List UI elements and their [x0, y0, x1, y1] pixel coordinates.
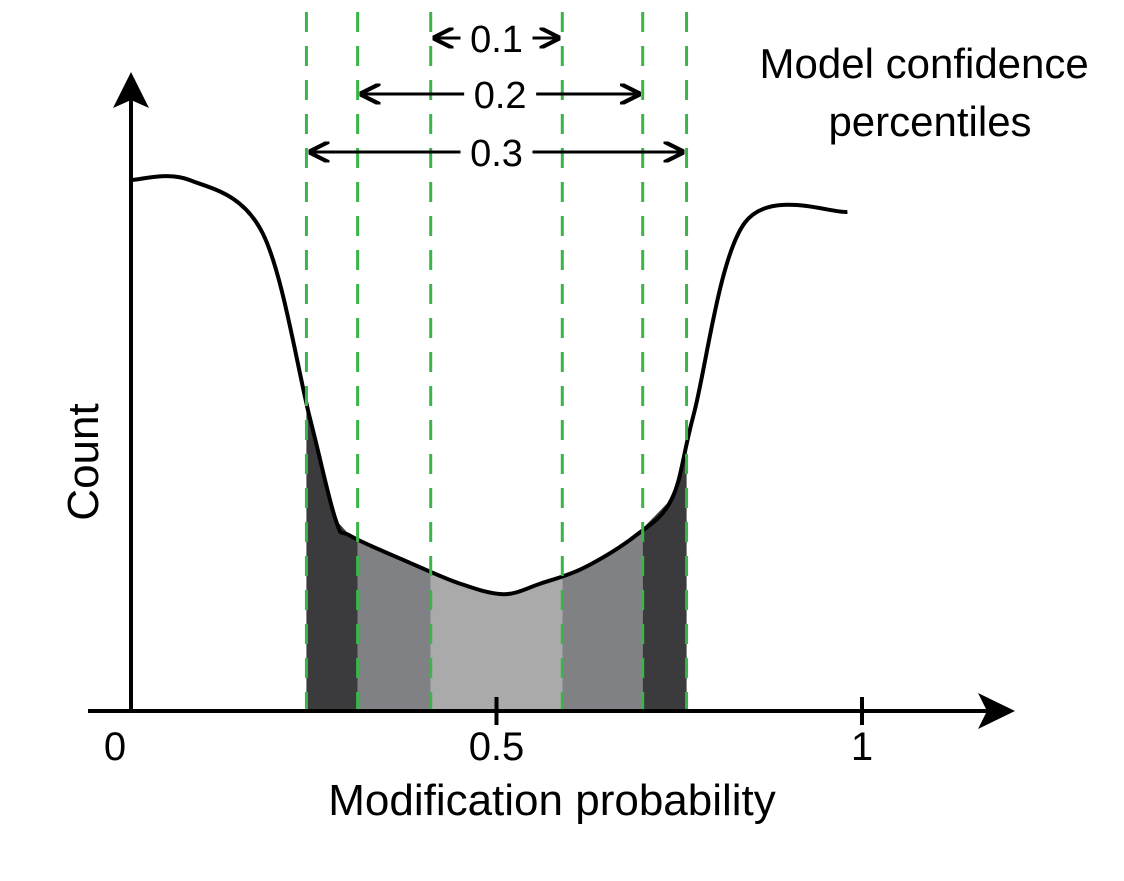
chart-title-line-2: percentiles — [828, 98, 1031, 145]
chart-title: Model confidence percentiles — [760, 40, 1101, 145]
span-0-2-label: 0.2 — [474, 75, 527, 117]
percentile-span-arrows: 0.1 0.2 0.3 — [310, 19, 682, 175]
x-axis — [88, 693, 1015, 729]
span-0-2: 0.2 — [362, 75, 639, 117]
chart-title-line-1: Model confidence — [760, 40, 1089, 87]
distribution-curve — [130, 174, 848, 597]
x-tick-label-1: 1 — [851, 725, 873, 769]
span-0-1-label: 0.1 — [470, 19, 523, 61]
span-0-3-label: 0.3 — [470, 133, 523, 175]
y-axis-arrowhead — [113, 72, 149, 108]
percentile-band-fills — [306, 404, 687, 711]
span-0-1: 0.1 — [435, 19, 559, 61]
band-0-1-fill — [430, 571, 563, 711]
band-0-2-fill-right — [562, 528, 643, 711]
x-tick-label-0: 0 — [104, 725, 126, 769]
x-tick-label-0-5: 0.5 — [469, 725, 525, 769]
band-0-3-fill-right — [642, 442, 687, 711]
x-axis-label: Modification probability — [328, 776, 776, 825]
y-axis — [113, 72, 149, 711]
x-axis-arrowhead — [978, 693, 1015, 729]
band-0-3-fill-left — [306, 404, 358, 711]
span-0-3: 0.3 — [310, 133, 682, 175]
y-axis-label: Count — [59, 403, 108, 520]
band-0-2-fill-left — [357, 539, 431, 711]
percentile-guides — [304, 12, 689, 711]
